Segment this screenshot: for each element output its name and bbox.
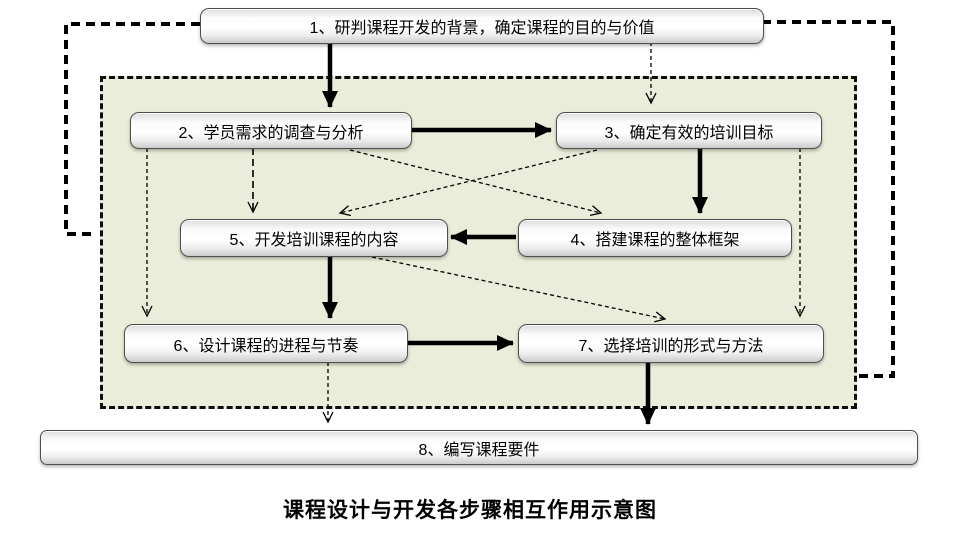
- node-2-label: 2、学员需求的调查与分析: [178, 124, 364, 142]
- node-6-label: 6、设计课程的进程与节奏: [173, 337, 359, 355]
- node-3: 3、确定有效的培训目标: [556, 112, 822, 149]
- node-6: 6、设计课程的进程与节奏: [124, 324, 408, 363]
- node-3-label: 3、确定有效的培训目标: [604, 124, 774, 142]
- node-4-label: 4、搭建课程的整体框架: [570, 232, 740, 249]
- node-5: 5、开发培训课程的内容: [180, 219, 448, 257]
- node-5-label: 5、开发培训课程的内容: [229, 232, 399, 249]
- node-7-label: 7、选择培训的形式与方法: [578, 337, 764, 355]
- edge-loop-right: [762, 20, 895, 378]
- node-1: 1、研判课程开发的背景，确定课程的目的与价值: [200, 8, 764, 44]
- node-1-label: 1、研判课程开发的背景，确定课程的目的与价值: [309, 20, 655, 37]
- edge-loop-left: [64, 22, 200, 236]
- node-8-label: 8、编写课程要件: [418, 441, 540, 459]
- node-8: 8、编写课程要件: [40, 430, 918, 465]
- edge-2-4-dashed: [349, 149, 603, 217]
- node-4: 4、搭建课程的整体框架: [518, 219, 792, 257]
- diagram-caption: 课程设计与开发各步骤相互作用示意图: [283, 499, 657, 522]
- edge-5-7-dashed: [371, 256, 667, 323]
- edge-3-5-dashed: [338, 149, 598, 217]
- node-2: 2、学员需求的调查与分析: [130, 112, 412, 149]
- node-7: 7、选择培训的形式与方法: [518, 324, 824, 363]
